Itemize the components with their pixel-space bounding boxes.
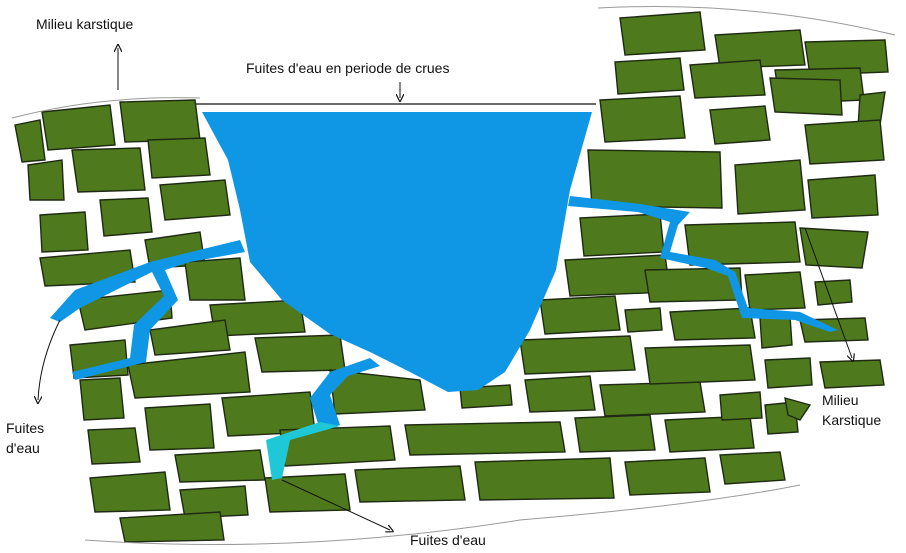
label-leaks-bottom: Fuites d'eau [410, 532, 486, 548]
leak-channel-left [50, 240, 245, 380]
label-leaks-left: Fuites d'eau [6, 420, 45, 456]
water-reservoir [202, 112, 592, 392]
bottom-stones [354, 375, 812, 503]
leak-channel-bottom [310, 358, 380, 430]
mortar-lines [11, 6, 896, 545]
leak-channel-right [568, 196, 838, 332]
right-wall-stones [519, 11, 889, 389]
label-flood-leaks: Fuites d'eau en periode de crues [246, 60, 450, 76]
label-milieu-karstique-left: Milieu karstique [36, 16, 134, 32]
label-milieu-karstique-right: Milieu Karstique [822, 392, 882, 428]
leak-channel-bottom-light [266, 422, 340, 480]
